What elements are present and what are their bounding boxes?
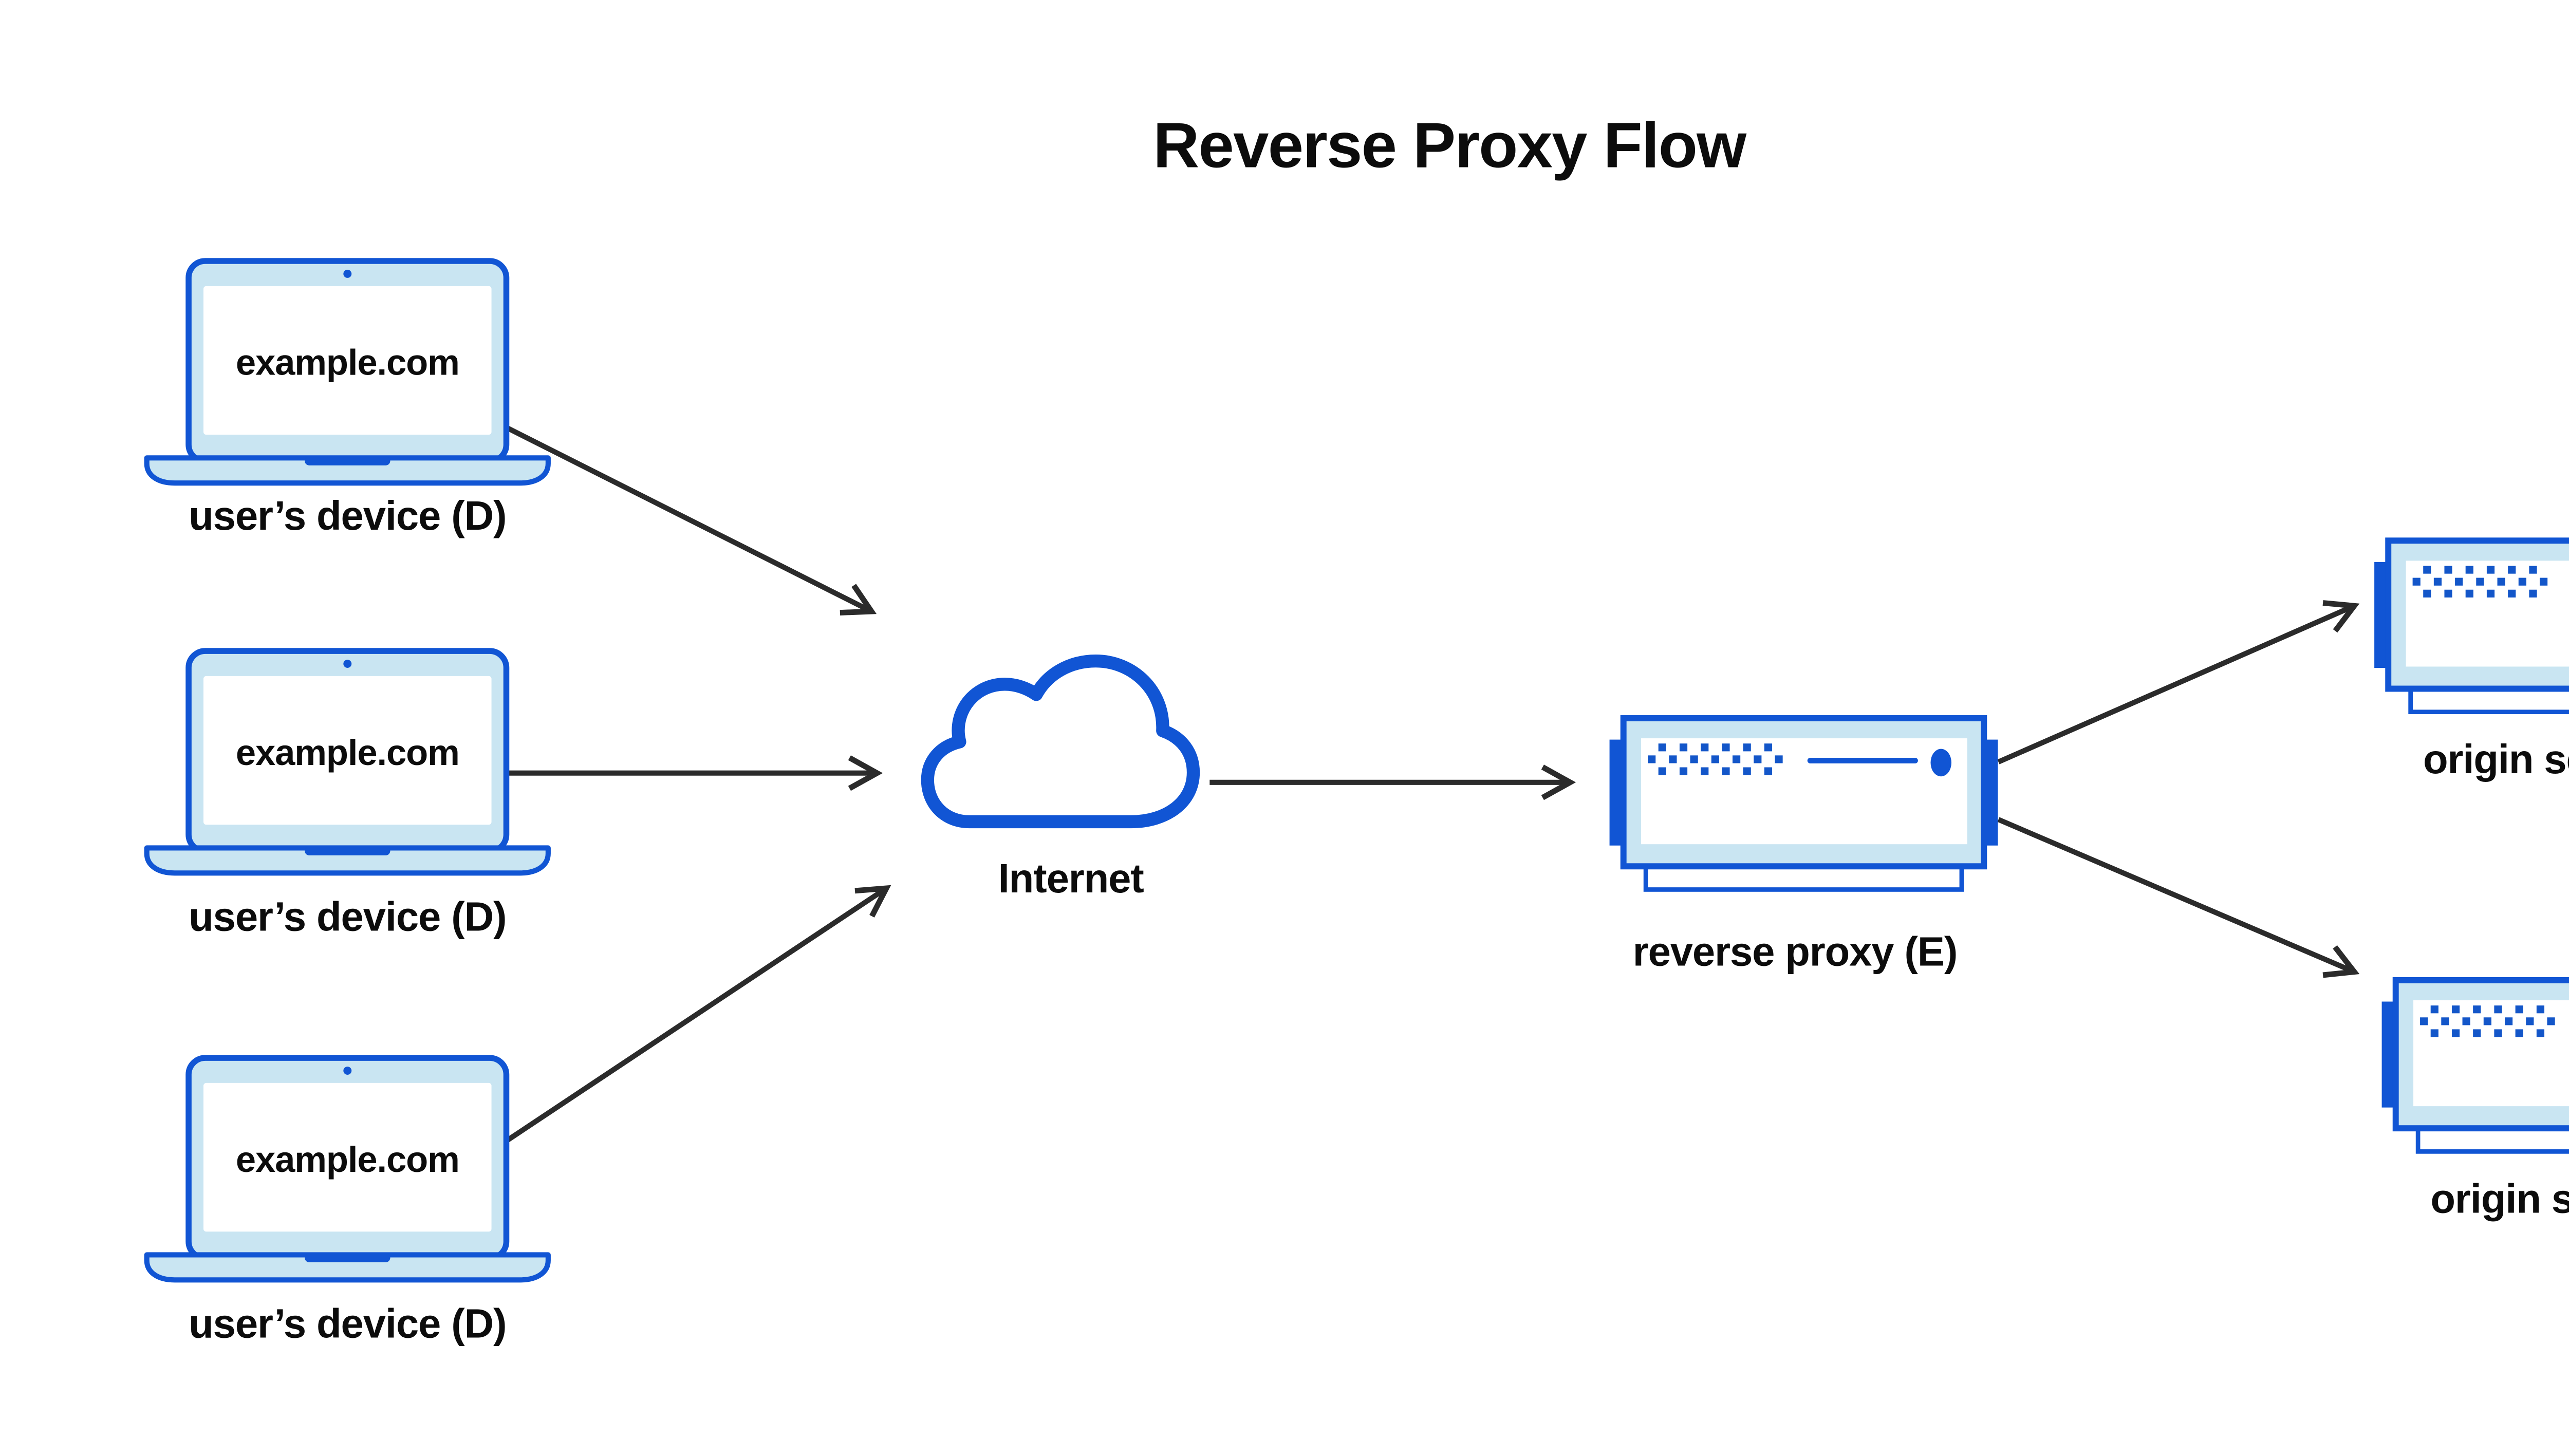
device2-screen-text: example.com	[236, 732, 459, 773]
internet-node: Internet	[927, 661, 1193, 901]
arrow-device3-to-internet	[505, 885, 891, 1143]
page-title: Reverse Proxy Flow	[1153, 110, 1747, 181]
user-device-3: example.com user’s device (D)	[147, 1058, 548, 1347]
arrow-device1-to-internet	[505, 425, 877, 615]
arrow-proxy-to-origin1	[1997, 600, 2360, 764]
device3-label: user’s device (D)	[189, 1301, 506, 1347]
cloud-icon	[927, 661, 1193, 822]
origin-server1-label: origin server (F)	[2423, 736, 2569, 782]
reverse-proxy-node: reverse proxy (E)	[1610, 718, 1998, 975]
device1-label: user’s device (D)	[189, 493, 506, 538]
internet-label: Internet	[998, 855, 1144, 901]
server-icon	[2374, 540, 2569, 712]
server-icon	[2382, 980, 2569, 1151]
device2-label: user’s device (D)	[189, 894, 506, 940]
user-device-2: example.com user’s device (D)	[147, 651, 548, 940]
device1-screen-text: example.com	[236, 342, 459, 383]
arrow-proxy-to-origin2	[1997, 817, 2360, 978]
reverse-proxy-label: reverse proxy (E)	[1633, 929, 1958, 975]
server-icon	[1610, 718, 1998, 889]
origin-server-2: origin server (F)	[2382, 980, 2569, 1222]
device3-screen-text: example.com	[236, 1139, 459, 1180]
flow-arrows	[505, 425, 2360, 1143]
origin-server-1: origin server (F)	[2374, 540, 2569, 782]
origin-server2-label: origin server (F)	[2430, 1176, 2569, 1222]
user-device-1: example.com user’s device (D)	[147, 261, 548, 538]
